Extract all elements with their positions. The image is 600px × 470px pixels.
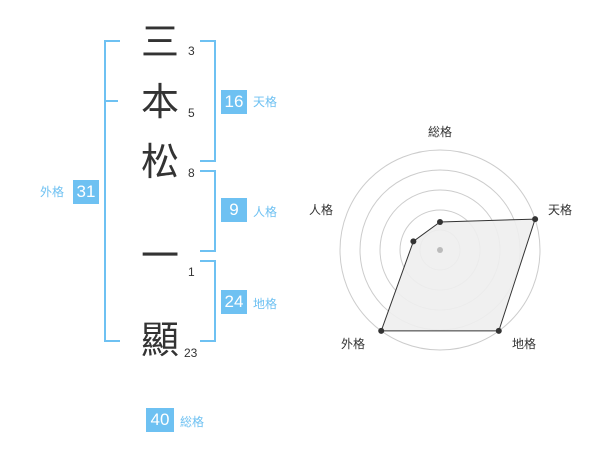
tenkaku-score: 16: [221, 90, 247, 114]
radar-axis-label-tenkaku: 天格: [548, 203, 573, 217]
radar-axis-label-soukaku: 総格: [428, 125, 453, 139]
tenkaku-bracket: [200, 40, 216, 162]
jinkaku-label: 人格: [253, 205, 278, 219]
radar-point-1: [437, 219, 443, 225]
tenkaku-label: 天格: [253, 95, 278, 109]
jinkaku-bracket: [200, 170, 216, 252]
stroke-count-given-2: 23: [184, 346, 198, 360]
stroke-count-given-1: 1: [188, 265, 195, 279]
radar-point-3: [495, 327, 502, 334]
gaikaku-score: 31: [73, 180, 99, 204]
name-char-given-1: 一: [140, 234, 179, 278]
radar-point-2: [532, 216, 539, 223]
chikaku-label: 地格: [253, 297, 278, 311]
name-char-surname-1: 三: [140, 20, 179, 64]
name-char-given-2: 顯: [140, 318, 179, 362]
stroke-count-surname-1: 3: [188, 44, 195, 58]
name-char-surname-3: 松: [140, 140, 179, 184]
chikaku-bracket: [200, 260, 216, 342]
radar-point-5: [410, 238, 417, 245]
radar-axis-label-jinkaku: 人格: [309, 203, 334, 217]
radar-point-4: [378, 327, 385, 334]
gaikaku-bracket-mid-tick: [104, 100, 118, 102]
name-char-surname-2: 本: [140, 80, 179, 124]
stroke-count-surname-2: 5: [188, 106, 195, 120]
stroke-count-surname-3: 8: [188, 166, 195, 180]
soukaku-label: 総格: [180, 415, 205, 429]
jinkaku-score: 9: [221, 198, 247, 222]
gaikaku-bracket: [104, 40, 120, 342]
radar-grid-ring-1: [339, 149, 541, 351]
radar-center-dot: [437, 247, 443, 253]
soukaku-score: 40: [146, 408, 174, 432]
gaikaku-label: 外格: [40, 185, 65, 199]
chikaku-score: 24: [221, 290, 247, 314]
radar-axis-label-gaikaku: 外格: [341, 337, 366, 351]
radar-data-polygon: [380, 218, 536, 332]
radar-axis-label-chikaku: 地格: [512, 337, 537, 351]
